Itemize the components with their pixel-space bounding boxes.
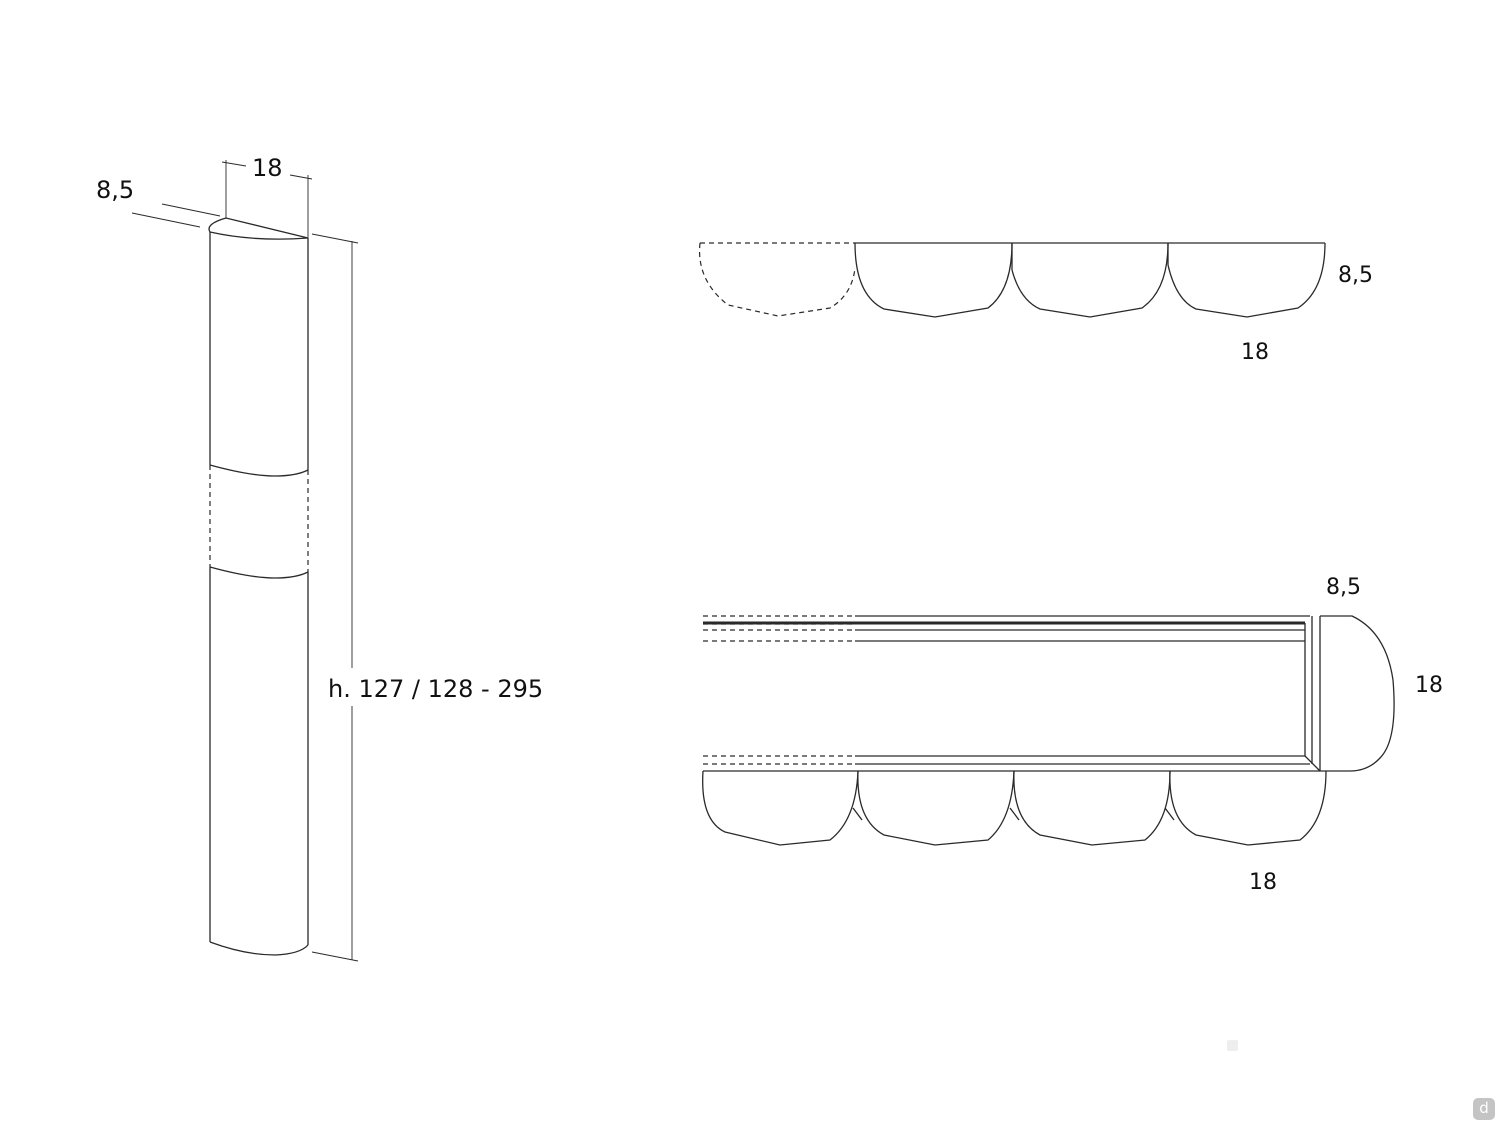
logo-icon: d [1473, 1098, 1495, 1120]
bottom-plan-view: 8,5 18 18 [702, 575, 1443, 895]
bottom-joint-3 [1164, 807, 1175, 821]
top-width-label: 18 [1241, 340, 1269, 365]
top-phantom-curve [698, 242, 856, 317]
column-break-upper [209, 464, 309, 477]
depth-dim-line-a [161, 203, 221, 217]
column-depth-label: 8,5 [96, 176, 134, 204]
height-ext-top [311, 233, 359, 244]
bottom-depth-label: 8,5 [1326, 575, 1361, 600]
depth-dim-line-b [131, 212, 201, 228]
column-height-label: h. 127 / 128 - 295 [328, 675, 543, 703]
column-break-lower [209, 566, 309, 579]
frame-diag-bottom [1304, 755, 1321, 772]
bottom-joint-2 [1009, 807, 1020, 821]
bottom-module-1 [702, 770, 859, 846]
bottom-side-label: 18 [1415, 673, 1443, 698]
top-depth-label: 8,5 [1338, 263, 1373, 288]
bottom-width-label: 18 [1249, 870, 1277, 895]
bottom-joint-1 [852, 807, 863, 821]
top-module-1 [854, 242, 1013, 318]
width-dim-line-a [221, 161, 247, 167]
height-ext-bottom [311, 951, 359, 962]
bottom-module-2 [857, 770, 1015, 846]
bottom-module-4 [1169, 770, 1327, 846]
width-dim-line-b [289, 174, 313, 180]
end-cap [1320, 615, 1395, 772]
column-bottom-curve [209, 941, 309, 956]
bottom-module-3 [1013, 770, 1171, 846]
column-top-cap [208, 217, 309, 240]
column-width-label: 18 [252, 154, 283, 182]
top-module-3 [1167, 242, 1326, 318]
column-elevation: 18 8,5 h. 127 / 128 - 295 [96, 154, 543, 962]
top-plan-view: 8,5 18 [698, 242, 1373, 365]
top-module-2 [1011, 242, 1169, 318]
watermark-dot [1227, 1040, 1238, 1051]
